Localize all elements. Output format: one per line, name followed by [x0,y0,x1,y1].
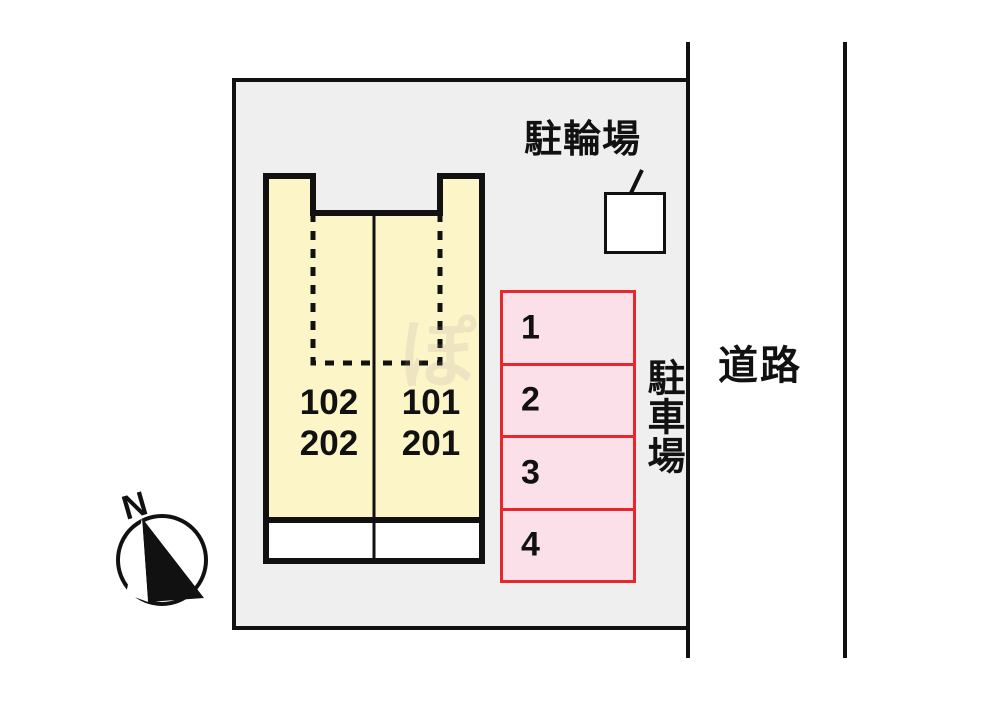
parking-space-number: 4 [521,525,540,564]
parking-space-number: 3 [521,453,540,492]
parking-space-3: 3 [503,438,633,511]
bicycle-parking-area [604,192,666,254]
road-boundary-line-right [843,42,847,658]
parking-space-1: 1 [503,293,633,366]
parking-space-number: 2 [521,380,540,419]
parking-space-2: 2 [503,365,633,438]
parking-space-4: 4 [503,510,633,580]
parking-lot: 1 2 3 4 [500,290,636,583]
unit-label-102-202: 102 202 [299,383,359,464]
parking-space-number: 1 [521,308,540,347]
parking-lot-label: 駐車場 [641,358,683,475]
compass-rose: N [108,484,220,610]
compass-north-label: N [118,484,152,527]
bicycle-parking-label: 駐輪場 [524,119,642,161]
unit-label-101-201: 101 201 [401,383,461,464]
building-footprint [263,173,485,564]
road-label: 道路 [718,344,802,388]
